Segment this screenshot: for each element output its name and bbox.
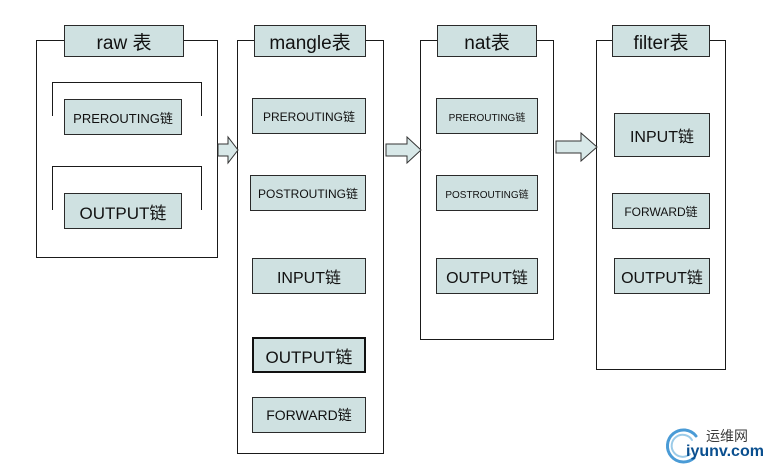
mangle-forward-chain: FORWARD链: [252, 397, 366, 433]
raw-output-chain: OUTPUT链: [64, 193, 182, 229]
watermark-logo: 运维网 iyunv.com: [664, 426, 768, 466]
nat-prerouting-chain: PREROUTING链: [436, 98, 538, 134]
nat-output-chain: OUTPUT链: [436, 258, 538, 294]
filter-input-chain: INPUT链: [614, 113, 710, 157]
mangle-prerouting-chain: PREROUTING链: [252, 98, 366, 134]
mangle-input-chain: INPUT链: [252, 258, 366, 294]
raw-prerouting-chain: PREROUTING链: [64, 99, 182, 135]
swirl-icon: [665, 428, 698, 464]
mangle-output-chain: OUTPUT链: [252, 337, 366, 373]
filter-forward-chain: FORWARD链: [612, 193, 710, 229]
nat-postrouting-chain: POSTROUTING链: [436, 175, 538, 211]
watermark-cn-text: 运维网: [706, 428, 748, 444]
mangle-table-title: mangle表: [254, 25, 366, 57]
raw-output-loop: [52, 166, 202, 210]
mangle-postrouting-chain: POSTROUTING链: [250, 175, 366, 211]
filter-output-chain: OUTPUT链: [614, 258, 710, 294]
nat-table-title: nat表: [437, 25, 537, 57]
raw-table-title: raw 表: [64, 25, 184, 57]
arrow-mangle-to-nat: [385, 135, 422, 165]
arrow-raw-to-mangle: [217, 135, 239, 165]
watermark-en-text: iyunv.com: [686, 443, 764, 460]
raw-prerouting-loop: [52, 82, 202, 116]
arrow-nat-to-filter: [555, 131, 598, 163]
filter-table-title: filter表: [612, 25, 710, 57]
